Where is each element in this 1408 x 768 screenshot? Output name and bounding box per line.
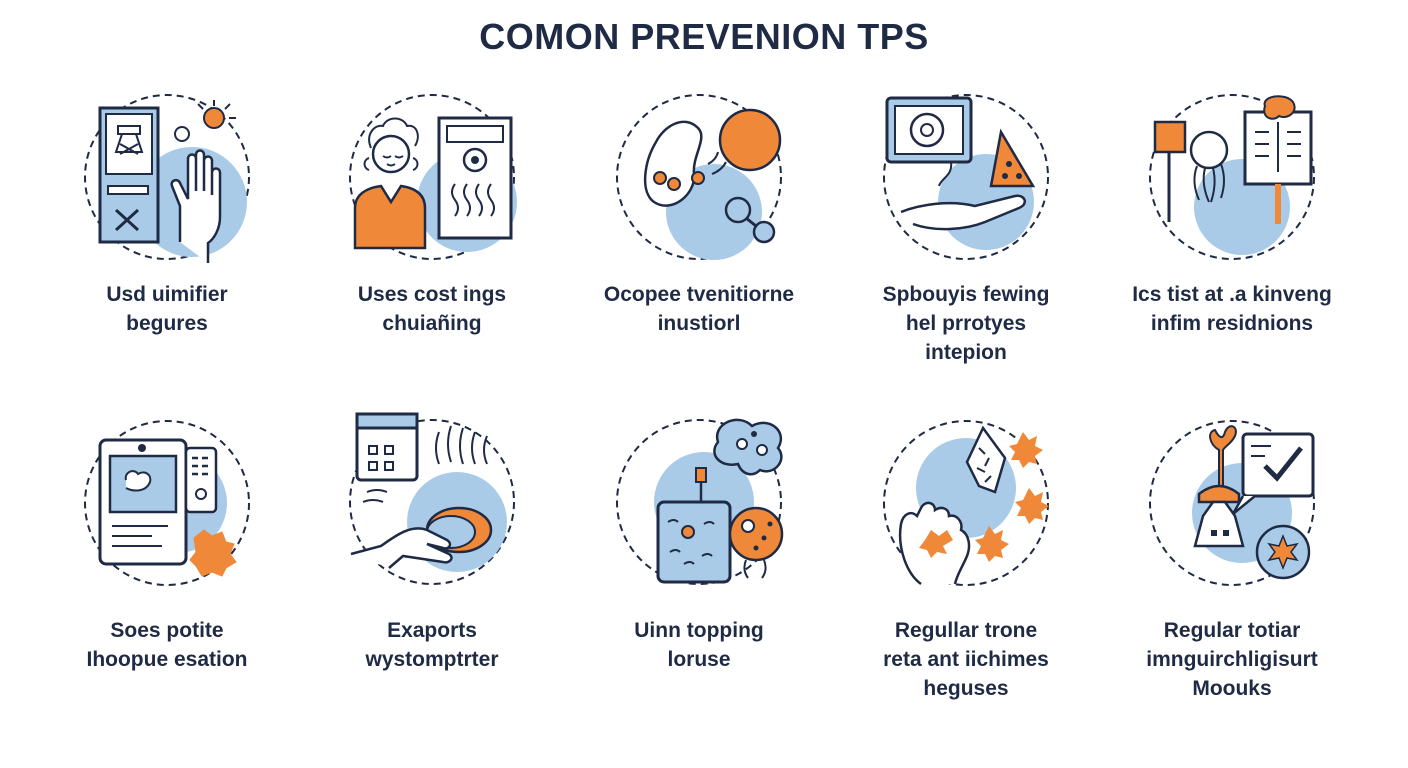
tip-caption: Regullar trone reta ant iichimes heguses	[883, 619, 1049, 700]
humidifier-hand-icon	[84, 94, 250, 263]
container-cloud-spore-icon	[616, 418, 784, 585]
hand-mold-growth-icon	[883, 420, 1049, 586]
tip-caption: Uinn topping loruse	[634, 619, 764, 671]
thermostat-device-icon	[84, 420, 250, 586]
tip-caption: Soes potite Ihoopue esation	[86, 619, 248, 671]
mold-spores-icon	[616, 94, 782, 260]
sign-board-test-icon	[1149, 94, 1315, 260]
page-title: COMON PREVENION TPS	[479, 16, 929, 57]
person-air-purifier-icon	[349, 94, 517, 260]
tip-caption: Ics tist at .a kinveng infim residnions	[1132, 283, 1332, 335]
tip-caption: Usd uimifier begures	[106, 283, 228, 335]
tip-caption: Regular totiar imnguirchligisurt Moouks	[1146, 619, 1318, 700]
camera-hand-cheese-icon	[883, 94, 1049, 260]
tip-caption: Exaports wystomptrter	[365, 619, 499, 671]
tip-caption: Ocopee tvenitiorne inustiorl	[603, 283, 795, 335]
tip-caption: Spbouyis fewing hel prrotyes intepion	[882, 283, 1050, 364]
calendar-cleaning-hand-icon	[349, 412, 515, 585]
checklist-inspection-icon	[1149, 420, 1315, 586]
tip-caption: Uses cost ings chuiañing	[357, 283, 507, 335]
